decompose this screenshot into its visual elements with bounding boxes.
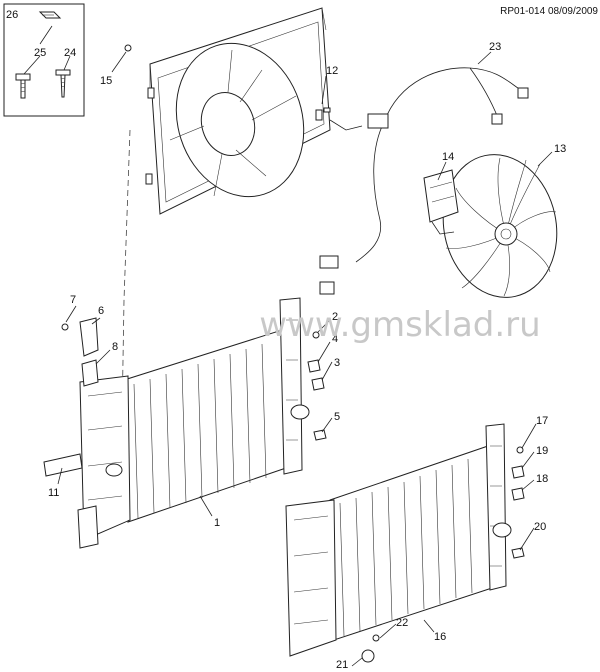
callout-4: 4	[332, 333, 338, 345]
callout-17: 17	[536, 415, 548, 427]
callout-15: 15	[100, 75, 112, 87]
callout-6: 6	[98, 305, 104, 317]
bolt-25	[15, 73, 31, 99]
clip-3	[311, 377, 325, 391]
callout-12: 12	[326, 65, 338, 77]
plug-21	[361, 649, 375, 663]
callout-16: 16	[434, 631, 446, 643]
callout-20: 20	[534, 521, 546, 533]
bolt-7	[61, 323, 69, 331]
clip-18	[511, 487, 525, 501]
callout-21: 21	[336, 659, 348, 671]
callout-18: 18	[536, 473, 548, 485]
valve-5	[313, 429, 327, 441]
bolt-2	[312, 331, 320, 339]
hardware-inset	[3, 3, 85, 117]
cooling-fan-13	[442, 154, 558, 298]
callout-labels: 26 25 24 15 12 23 13 14 7 6 8 11 1 2 4 3…	[6, 9, 566, 671]
fan-motor-14	[423, 169, 459, 235]
callout-24: 24	[64, 47, 76, 59]
callout-1: 1	[214, 517, 220, 529]
callout-23: 23	[489, 41, 501, 53]
callout-11: 11	[48, 487, 59, 499]
seal-22	[372, 634, 380, 642]
radiator-1	[77, 297, 310, 549]
bracket-6	[79, 317, 99, 357]
callout-2: 2	[332, 311, 338, 323]
clip-4	[307, 359, 321, 373]
leader-lines	[23, 25, 553, 667]
screw-24	[55, 69, 71, 98]
isolator-8	[81, 359, 99, 387]
callout-25: 25	[34, 47, 46, 59]
reference-code: RP01-014 08/09/2009	[500, 6, 598, 17]
callout-7: 7	[70, 294, 76, 306]
watermark: www.gmsklad.ru	[259, 305, 540, 345]
valve-20	[511, 547, 525, 559]
callout-26: 26	[6, 9, 18, 21]
callout-22: 22	[396, 617, 408, 629]
radiator-16	[285, 423, 512, 657]
bolt-17	[516, 446, 524, 454]
wiring-harness-23	[319, 67, 529, 295]
fan-shroud-12	[145, 7, 331, 215]
callout-3: 3	[334, 357, 340, 369]
clip-19	[511, 465, 525, 479]
small-parts	[43, 44, 525, 663]
callout-8: 8	[112, 341, 118, 353]
callout-14: 14	[442, 151, 454, 163]
callout-5: 5	[334, 411, 340, 423]
bracket-11	[43, 453, 83, 477]
callout-13: 13	[554, 143, 566, 155]
callout-19: 19	[536, 445, 548, 457]
bolt-15	[124, 44, 132, 52]
